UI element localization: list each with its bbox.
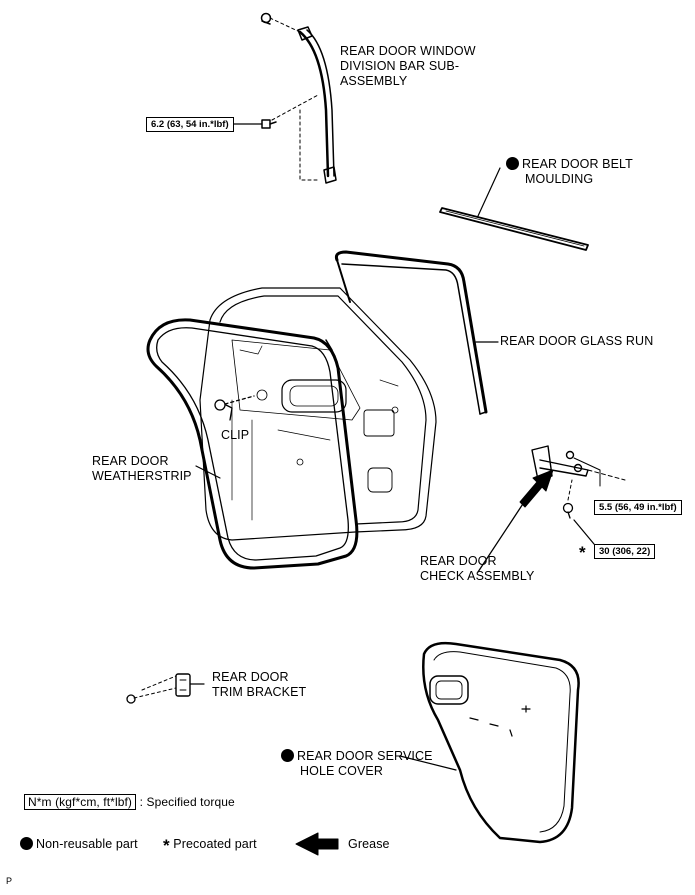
clip-label: CLIP <box>221 428 250 442</box>
torque-check-large: 30 (306, 22) <box>594 544 656 559</box>
trim-bracket-label: REAR DOOR TRIM BRACKET <box>212 670 307 699</box>
screw-icon <box>126 694 136 704</box>
asterisk-icon: * <box>163 836 170 855</box>
division-bar-label: REAR DOOR WINDOW DIVISION BAR SUB- ASSEM… <box>340 44 476 88</box>
division-bar-drawing <box>269 17 337 184</box>
non-reusable-icon <box>281 749 294 762</box>
asterisk-icon: * <box>579 543 586 562</box>
non-reusable-icon <box>20 837 33 850</box>
belt-moulding-label: REAR DOOR BELT MOULDING <box>506 157 633 187</box>
service-hole-cover-drawing <box>399 641 580 844</box>
clip-icon <box>214 395 255 421</box>
grease-arrow-icon <box>519 469 554 508</box>
belt-moulding-drawing <box>439 167 589 251</box>
corner-mark: P <box>6 876 13 886</box>
grease-arrow-icon <box>295 832 339 856</box>
precoated-marker: * <box>579 543 586 562</box>
weatherstrip-label: REAR DOOR WEATHERSTRIP <box>92 454 192 483</box>
glass-run-drawing <box>334 250 499 415</box>
bolt-icon <box>562 502 574 519</box>
trim-bracket-drawing <box>133 673 205 699</box>
torque-division-bar: 6.2 (63, 54 in.*lbf) <box>146 117 234 132</box>
screw-icon <box>260 12 272 25</box>
check-assembly-label: REAR DOOR CHECK ASSEMBLY <box>420 554 535 583</box>
service-hole-cover-label: REAR DOOR SERVICE HOLE COVER <box>281 749 433 779</box>
non-reusable-icon <box>506 157 519 170</box>
torque-check-small: 5.5 (56, 49 in.*lbf) <box>594 500 682 515</box>
weatherstrip-drawing <box>146 318 359 570</box>
door-panel-drawing <box>199 287 437 541</box>
bolt-icon <box>261 119 277 129</box>
check-assembly-drawing <box>477 445 626 573</box>
legend-torque-box: N*m (kgf*cm, ft*lbf) <box>24 794 137 810</box>
legend-torque: N*m (kgf*cm, ft*lbf) : Specified torque <box>24 794 235 810</box>
legend-torque-desc: : Specified torque <box>139 795 235 809</box>
legend-grease: Grease <box>348 837 390 851</box>
glass-run-label: REAR DOOR GLASS RUN <box>500 334 654 348</box>
legend-non-reusable: Non-reusable part <box>20 837 138 852</box>
legend-precoated: * Precoated part <box>163 836 257 855</box>
